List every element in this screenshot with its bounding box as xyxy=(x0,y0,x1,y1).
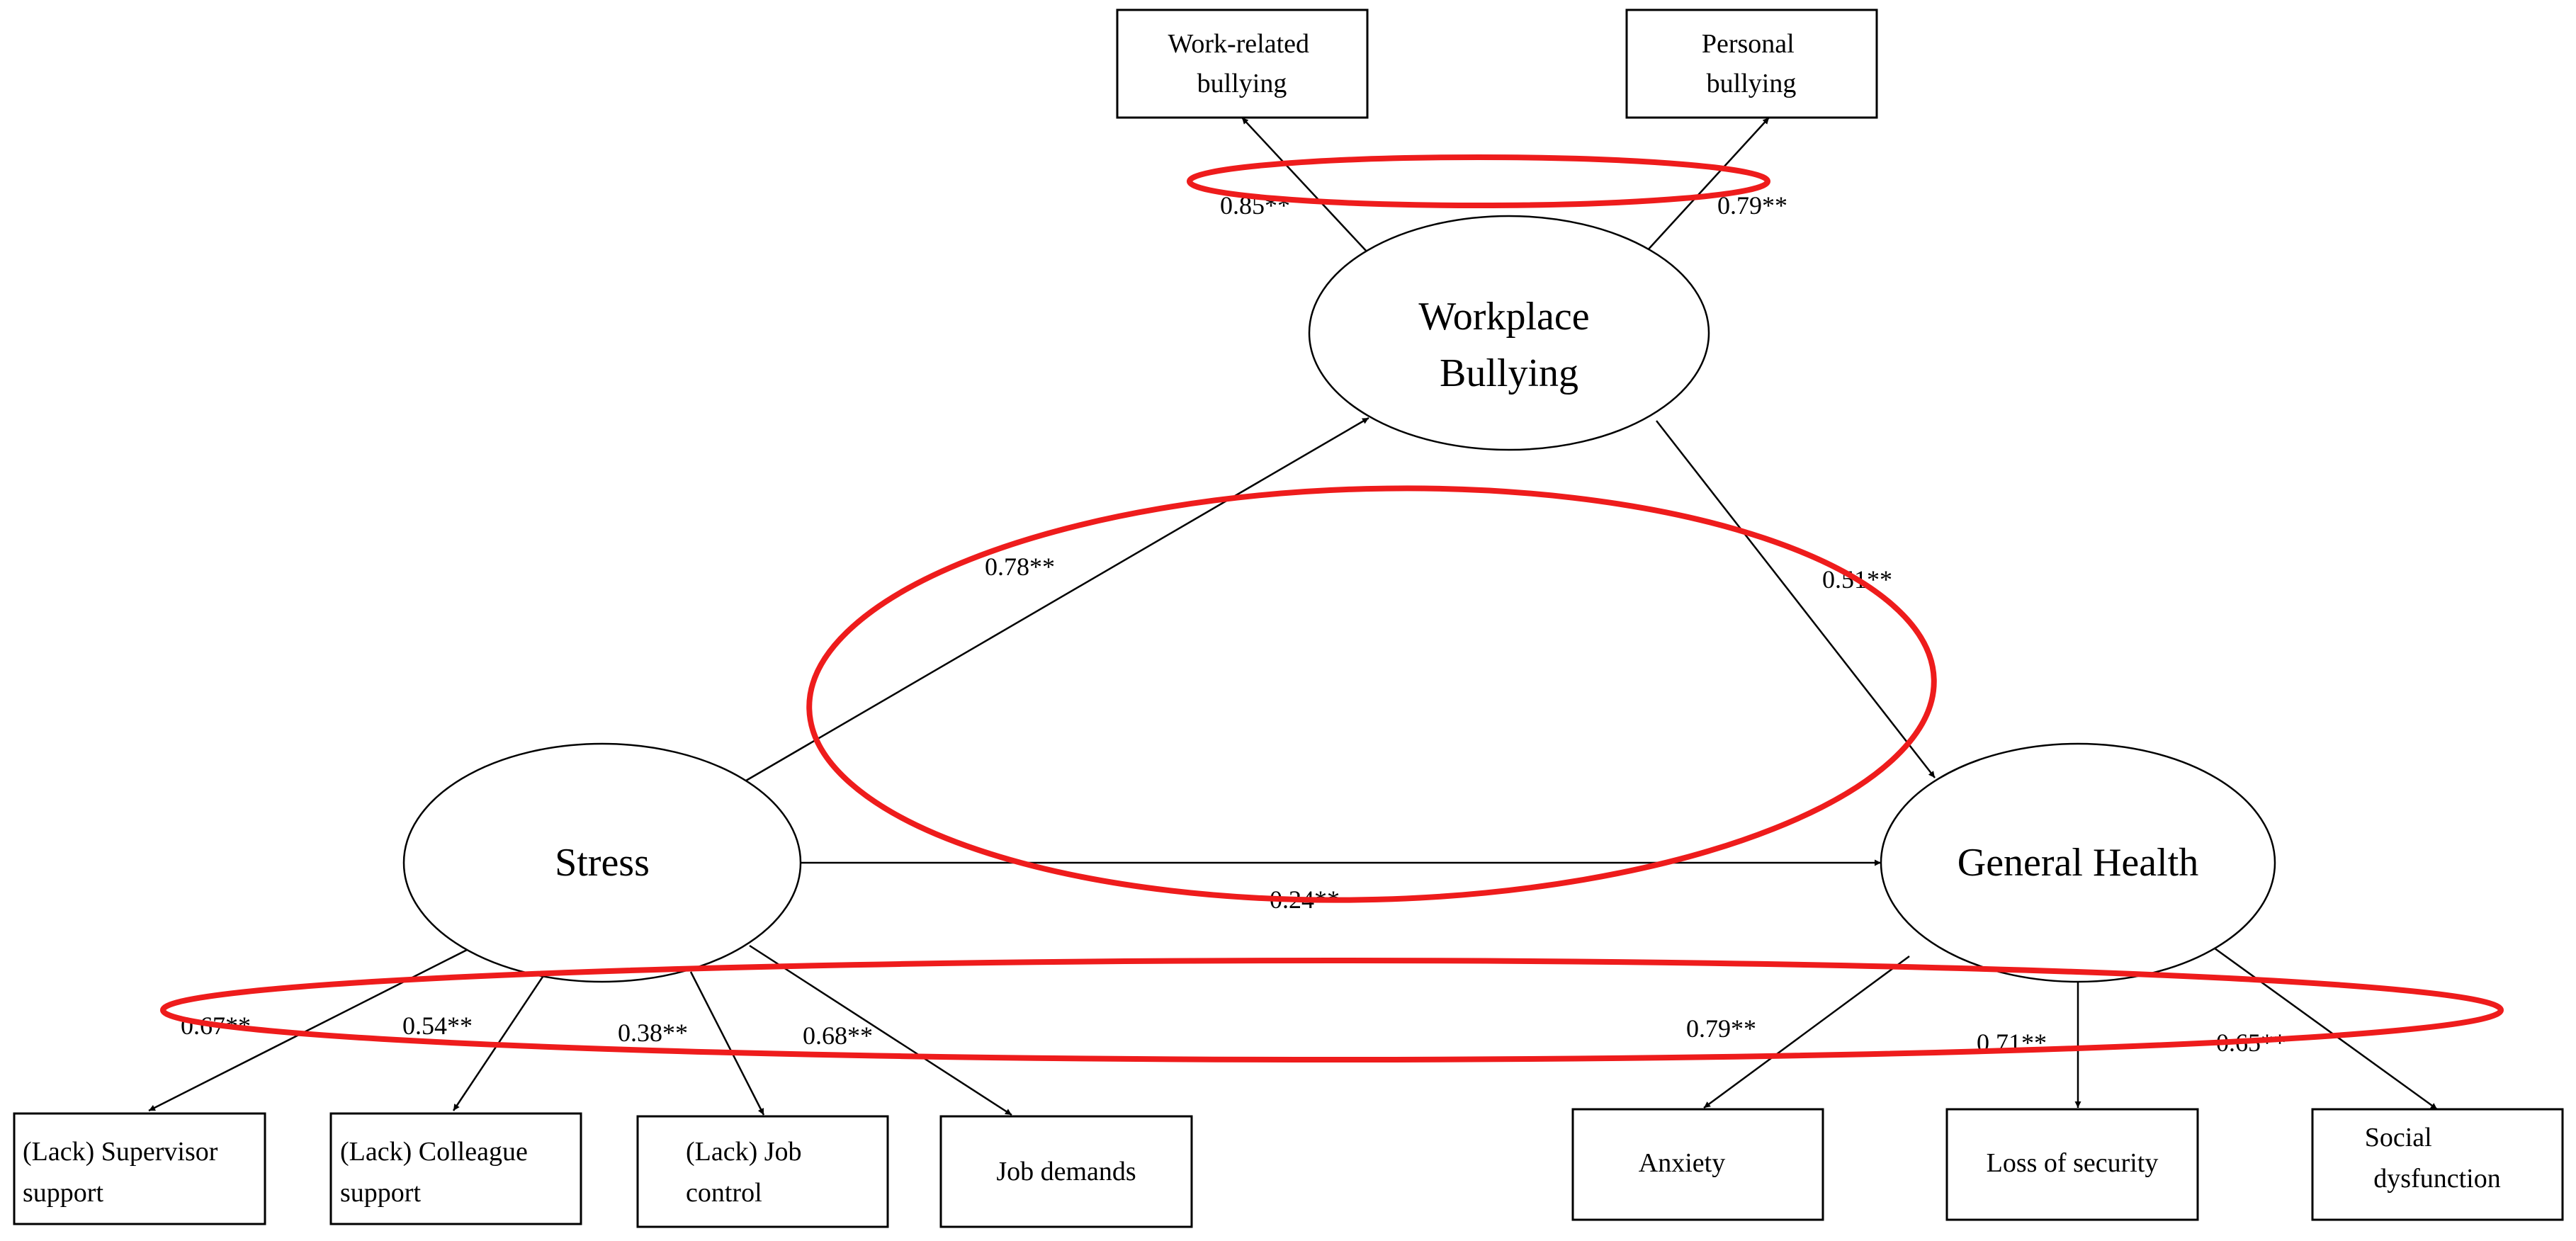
box-personal-line1: Personal xyxy=(1702,29,1795,59)
box-job-control xyxy=(636,1115,889,1228)
path-bullying-personal xyxy=(1645,117,1770,253)
latent-workplace-bullying-line2: Bullying xyxy=(1440,351,1578,395)
box-job-control-label: (Lack) Job control xyxy=(686,1137,808,1208)
box-supervisor-support-label: (Lack) Supervisor support xyxy=(23,1137,225,1208)
latent-workplace-bullying-line1: Workplace xyxy=(1418,295,1589,339)
latent-workplace-bullying-label: Workplace Bullying xyxy=(1418,295,1599,395)
path-stress-bullying xyxy=(745,416,1369,782)
latent-stress xyxy=(402,742,802,983)
box-work-related-bullying xyxy=(1116,8,1369,119)
highlight-structural-paths xyxy=(806,485,1937,903)
box-personal-bullying xyxy=(1625,8,1878,119)
path-health-social xyxy=(2211,945,2438,1111)
box-job-control-line1: (Lack) Job xyxy=(686,1137,802,1167)
path-bullying-health xyxy=(1656,420,1936,778)
highlight-top-coefficients xyxy=(1187,154,1770,208)
indicator-boxes: Work-related bullying Personal bullying … xyxy=(13,8,2564,1228)
path-coefficients: 0.85** 0.79** 0.78** 0.51** 0.24** 0.67*… xyxy=(181,191,2286,1057)
box-supervisor-line2: support xyxy=(23,1178,103,1208)
box-social-dysfunction xyxy=(2311,1108,2564,1221)
box-social-line2: dysfunction xyxy=(2373,1164,2500,1194)
box-supervisor-line1: (Lack) Supervisor xyxy=(23,1137,218,1167)
path-bullying-work-related xyxy=(1241,117,1368,253)
box-loss-of-security-label: Loss of security xyxy=(1987,1148,2159,1178)
path-stress-supervisor xyxy=(148,946,472,1112)
coef-stress-bullying: 0.78** xyxy=(985,552,1055,581)
box-personal-line2: bullying xyxy=(1707,69,1797,98)
box-job-demands xyxy=(939,1115,1193,1228)
box-colleague-support xyxy=(329,1112,582,1225)
coef-job-demands: 0.68** xyxy=(803,1021,873,1050)
box-colleague-support-label: (Lack) Colleague support xyxy=(340,1137,534,1208)
box-anxiety-label: Anxiety xyxy=(1639,1148,1725,1178)
box-work-related-bullying-label: Work-related bullying xyxy=(1168,29,1316,98)
path-stress-job-control xyxy=(689,971,765,1116)
highlight-bottom-coefficients xyxy=(160,958,2504,1062)
latent-general-health xyxy=(1880,742,2276,983)
path-health-anxiety xyxy=(1703,955,1910,1109)
box-job-control-line2: control xyxy=(686,1178,762,1208)
box-anxiety xyxy=(1571,1108,1824,1221)
latent-workplace-bullying xyxy=(1308,215,1710,451)
box-job-demands-label: Job demands xyxy=(996,1157,1136,1186)
box-work-related-line2: bullying xyxy=(1197,69,1287,98)
box-supervisor-support xyxy=(13,1112,266,1225)
coef-anxiety: 0.79** xyxy=(1686,1014,1756,1043)
latent-stress-label: Stress xyxy=(555,841,650,885)
paths xyxy=(148,117,2438,1116)
latent-general-health-label: General Health xyxy=(1958,841,2198,885)
latent-variables: Workplace Bullying Stress General Health xyxy=(402,215,2276,983)
coef-job-control: 0.38** xyxy=(618,1019,688,1047)
box-work-related-line1: Work-related xyxy=(1168,29,1310,59)
box-social-dysfunction-label: Social dysfunction xyxy=(2365,1123,2501,1194)
box-social-line1: Social xyxy=(2365,1123,2432,1152)
box-colleague-line1: (Lack) Colleague xyxy=(340,1137,528,1167)
coef-colleague-support: 0.54** xyxy=(402,1012,473,1040)
box-personal-bullying-label: Personal bullying xyxy=(1702,29,1801,98)
highlight-annotations xyxy=(160,154,2504,1062)
box-loss-of-security xyxy=(1945,1108,2199,1221)
path-stress-job-demands xyxy=(749,944,1012,1116)
box-colleague-line2: support xyxy=(340,1178,421,1208)
